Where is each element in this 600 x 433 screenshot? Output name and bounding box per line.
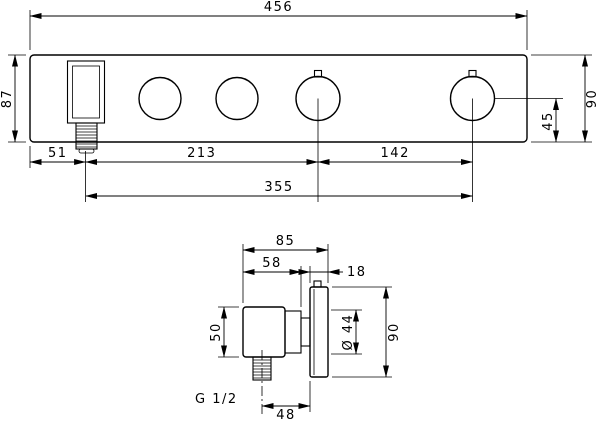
dim-total-width-label: 456 [264, 0, 293, 15]
holder-thread-outline [75, 122, 98, 150]
dim-total-width: 456 [29, 0, 528, 19]
top-view: 456 87 90 45 51 213 142 355 [0, 0, 600, 202]
dim-total-depth: 85 [242, 234, 329, 253]
dim-body-depth-label: 58 [262, 256, 282, 271]
dim-left-height-label: 87 [0, 89, 15, 109]
dim-right-half-height-label: 45 [541, 111, 556, 131]
holder-thread-cap [78, 148, 95, 154]
holder-inner-square [72, 65, 100, 119]
dim-plate-height: 90 [383, 286, 402, 378]
dim-right-height-label: 90 [585, 89, 600, 109]
hand-shower-holder [66, 60, 106, 154]
dim-right-height: 90 [582, 54, 600, 143]
dim-segment-middle-label: 213 [187, 146, 216, 161]
dim-segment-right-label: 142 [381, 146, 410, 161]
holder-thread-hatch [76, 125, 97, 148]
control-knob-1 [138, 76, 182, 121]
dim-right-half-height: 45 [541, 98, 559, 143]
dim-body-height-label: 50 [209, 322, 224, 342]
holder-body [242, 306, 286, 358]
control-knob-2 [215, 76, 259, 121]
dim-total-depth-label: 85 [276, 234, 296, 249]
dim-left-height: 87 [0, 54, 18, 143]
dim-outlet-offset-label: 48 [276, 408, 296, 423]
wall-plate-tab [313, 280, 322, 288]
connector-block [300, 317, 311, 347]
dim-diameter: Ø 44 [341, 309, 359, 355]
dim-plate-depth-label: 18 [347, 265, 367, 280]
knob-3-tab [313, 69, 323, 78]
dim-body-height: 50 [209, 306, 227, 358]
dim-plate-depth: 18 [298, 265, 367, 280]
dim-diameter-label: Ø 44 [341, 314, 356, 351]
dim-body-depth: 58 [242, 256, 302, 275]
side-view: 85 58 18 50 Ø 44 90 G 1/2 [195, 234, 402, 423]
thread-size-label: G 1/2 [195, 392, 238, 407]
pivot-block [284, 310, 302, 354]
knob-4-tab [468, 69, 477, 78]
dim-segment-left-label: 51 [48, 146, 68, 161]
dim-centers-total: 355 [85, 180, 473, 199]
dim-centers-total-label: 355 [264, 180, 293, 195]
holder-outer-square [66, 60, 106, 124]
dim-chain: 51 213 142 [29, 146, 473, 165]
dim-plate-height-label: 90 [387, 322, 402, 342]
wall-plate [309, 286, 329, 378]
top-view-extension-lines [8, 10, 592, 202]
dim-outlet-offset: 48 [261, 403, 311, 423]
